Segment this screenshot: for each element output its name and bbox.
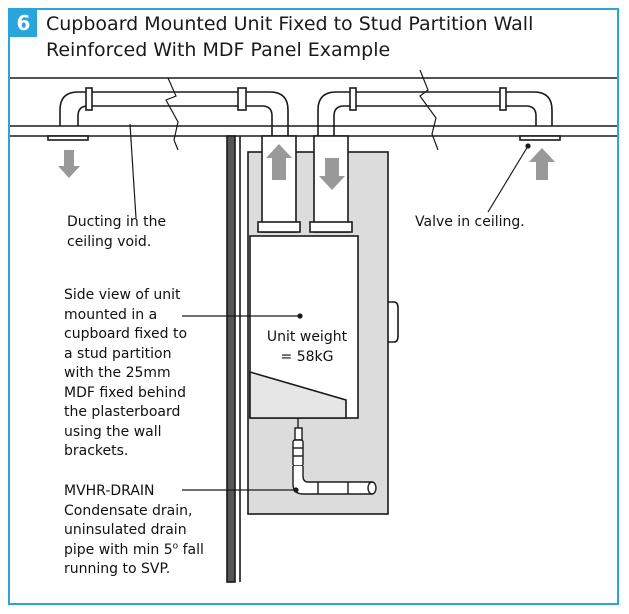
unit-ducts [257, 135, 353, 233]
label-ducting: Ducting in the ceiling void. [67, 214, 167, 250]
arrow-down-duct-right [319, 158, 345, 190]
ceiling-ducting-left [59, 77, 289, 151]
ceiling-ducting-right [317, 69, 553, 151]
stud-partition-wall [226, 135, 241, 583]
arrow-down-left [58, 150, 80, 178]
figure-frame [8, 8, 619, 605]
label-drain: MVHR-DRAIN Condensate drain, uninsulated… [64, 483, 204, 577]
ceiling-valve-left [47, 135, 89, 141]
arrow-up-right [529, 148, 555, 180]
airflow-arrows [58, 144, 555, 190]
label-side-view: Side view of unit mounted in a cupboard … [64, 287, 188, 459]
cupboard-door-edge [388, 301, 399, 343]
ceiling-valve-right [519, 135, 561, 141]
mvhr-unit [249, 235, 359, 419]
drain-title: MVHR-DRAIN [64, 483, 155, 499]
leader-lines [129, 123, 531, 493]
figure-number-badge: 6 [10, 10, 37, 37]
condensate-drain [292, 418, 377, 495]
label-valve: Valve in ceiling. [415, 214, 525, 230]
ceiling [10, 77, 617, 137]
label-unit-weight: Unit weight = 58kG [266, 329, 348, 365]
figure-title: Cupboard Mounted Unit Fixed to Stud Part… [46, 13, 534, 61]
arrow-up-duct-left [266, 144, 292, 180]
